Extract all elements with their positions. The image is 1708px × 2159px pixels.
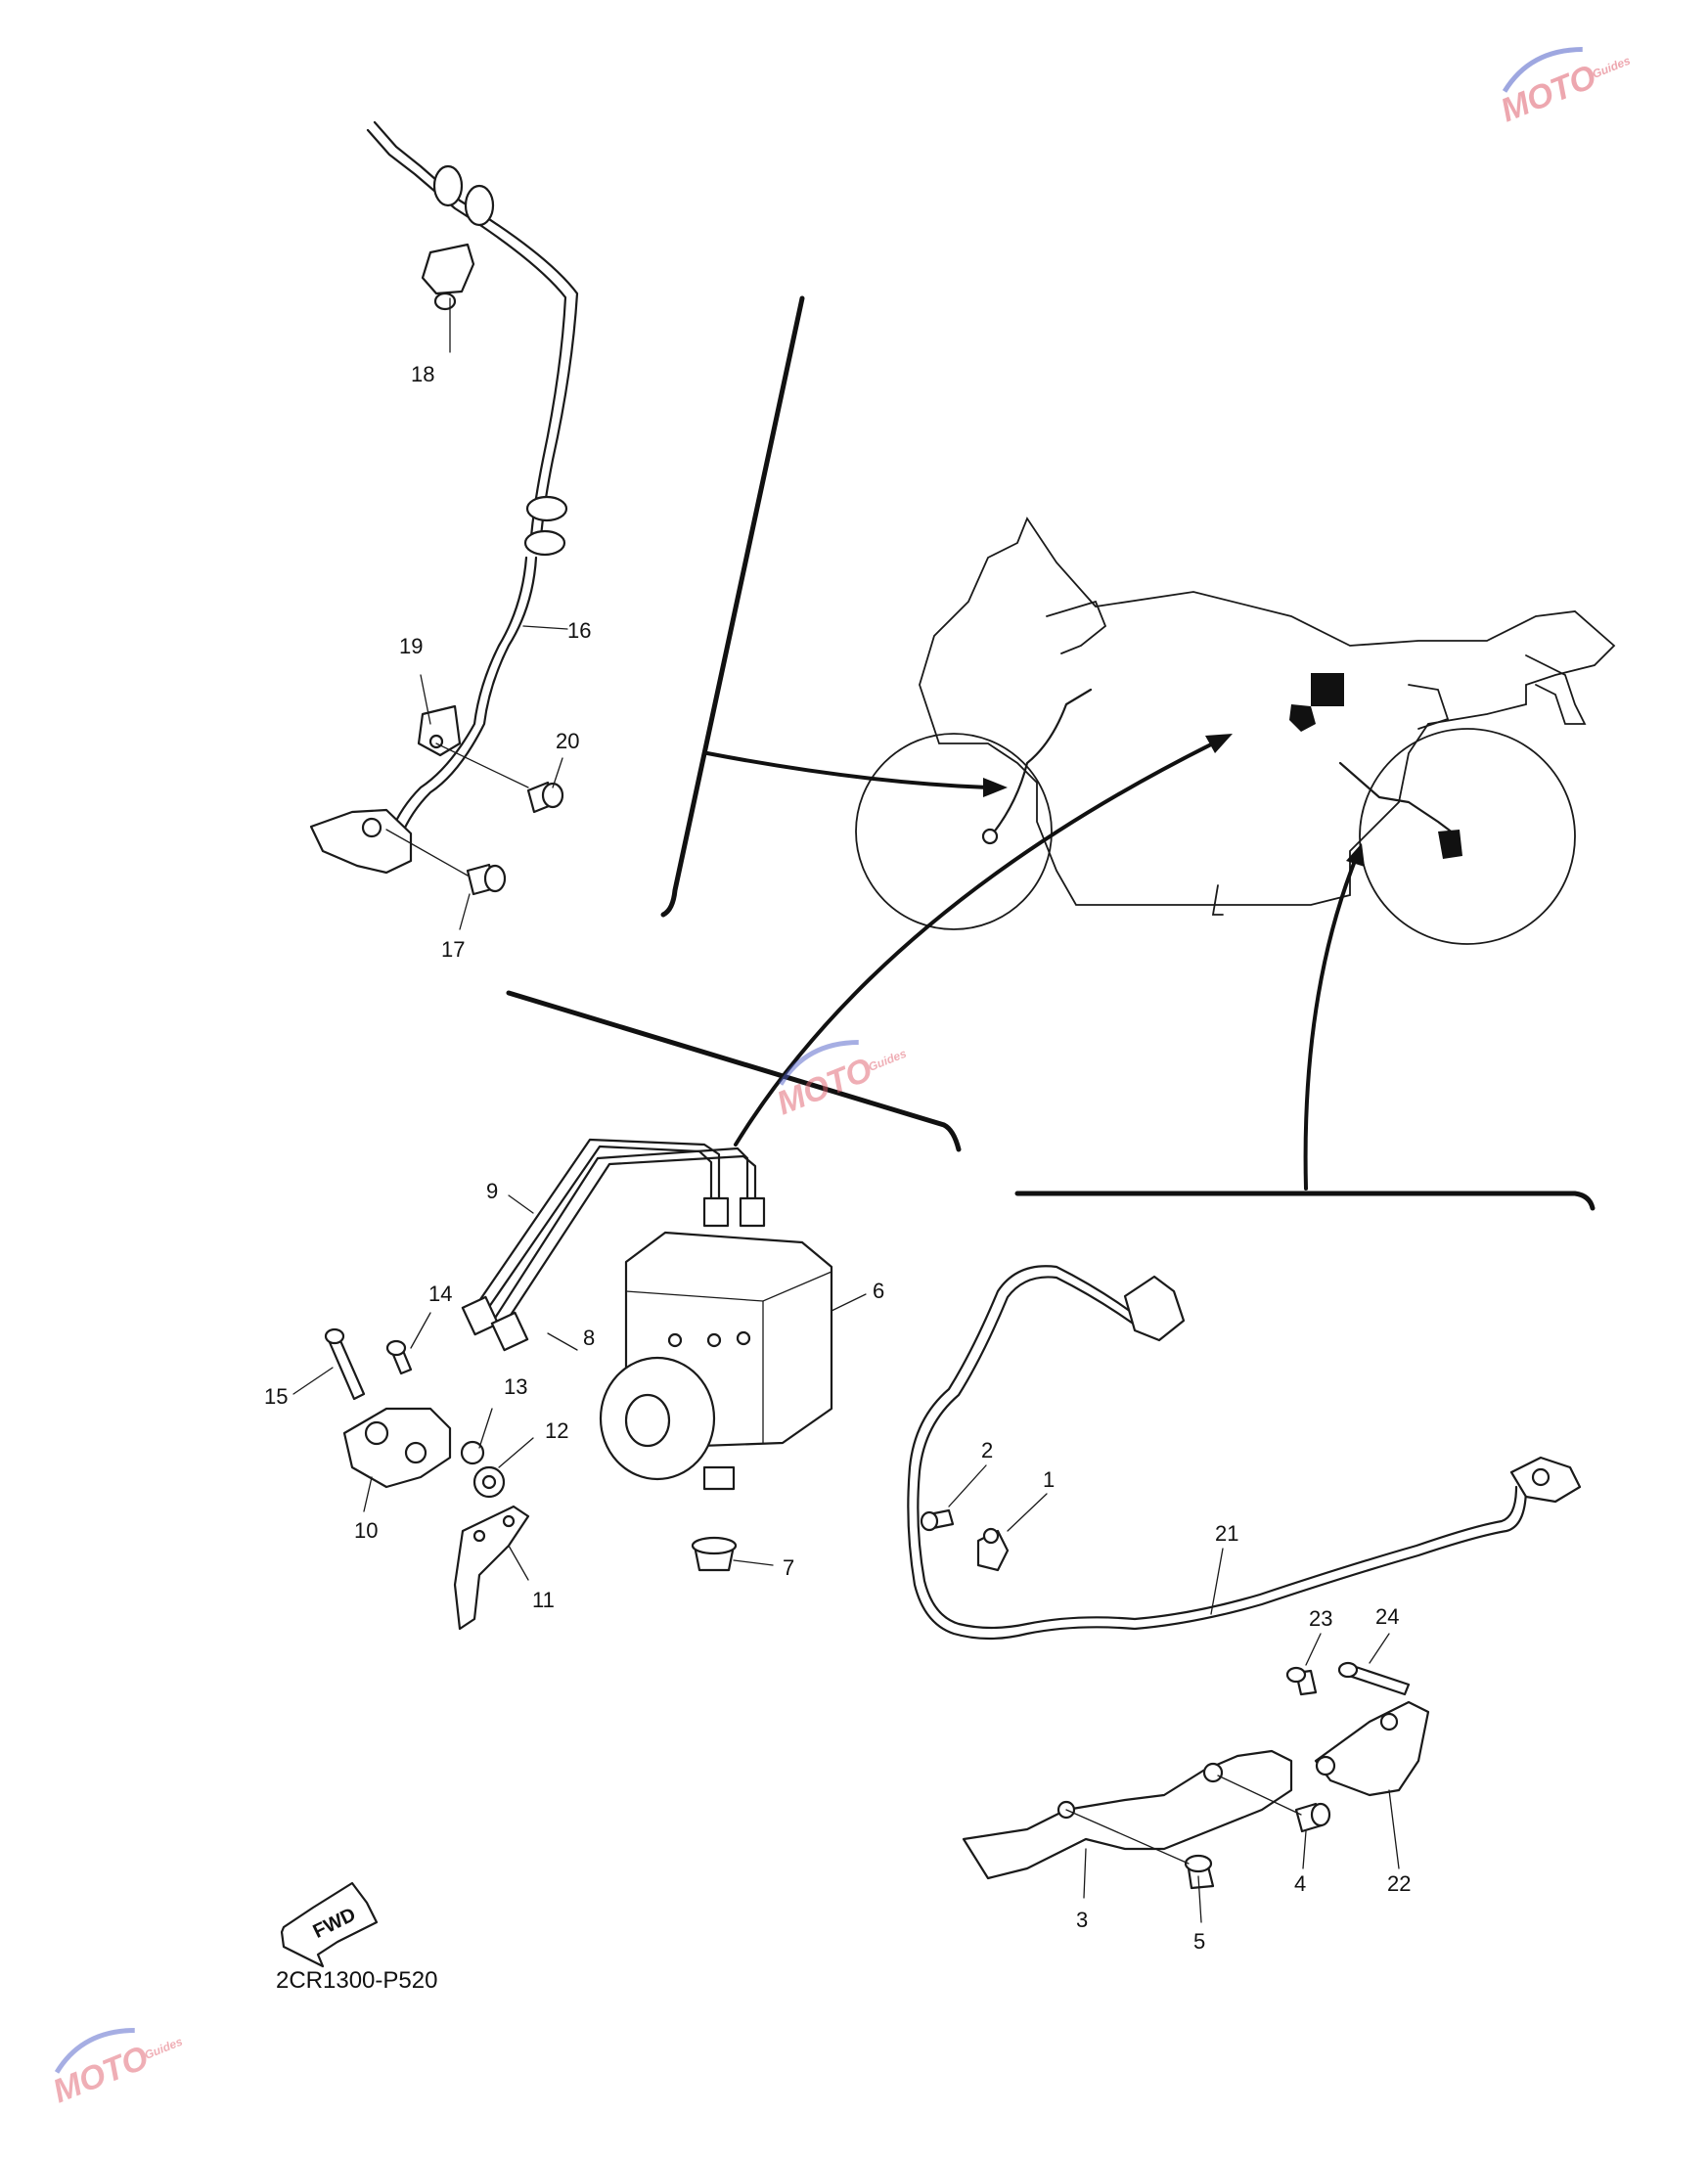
bolt-14 <box>385 1339 413 1375</box>
grommet-upper-2 <box>464 184 495 227</box>
washer-13 <box>460 1440 485 1465</box>
bolt-2 <box>920 1508 955 1532</box>
watermark-sub: Guides <box>1591 54 1633 81</box>
callout-19: 19 <box>399 634 423 658</box>
watermark-brand: MOTO <box>772 1051 877 1122</box>
bolt-17 <box>466 863 507 896</box>
callout-8: 8 <box>583 1326 595 1350</box>
fwd-arrow: FWD <box>280 1881 379 1968</box>
callout-2: 2 <box>981 1438 993 1462</box>
rear-wheel-sensor-assembly <box>907 1265 1582 1923</box>
abs-unit-location-marker <box>1311 673 1344 706</box>
callout-16: 16 <box>567 618 591 643</box>
grommet-upper <box>432 164 464 207</box>
bolt-24 <box>1337 1661 1411 1696</box>
callout-labels: 18 16 19 20 17 9 14 8 6 15 13 12 10 11 7… <box>264 362 1411 1954</box>
abs-hydraulic-unit-assembly <box>292 1138 867 1631</box>
bracket-3 <box>962 1749 1293 1880</box>
joint-10 <box>342 1407 452 1489</box>
front-wheel-sensor-assembly <box>309 120 579 930</box>
watermark-sub: Guides <box>867 1047 909 1074</box>
grommet-lower-2 <box>523 529 566 557</box>
bolt-23 <box>1285 1666 1318 1696</box>
callout-1: 1 <box>1043 1467 1055 1492</box>
callout-5: 5 <box>1193 1929 1205 1954</box>
bolt-5 <box>1184 1854 1215 1890</box>
bolt-20 <box>526 781 564 814</box>
callout-20: 20 <box>556 729 579 753</box>
watermark-brand: MOTO <box>48 2039 154 2110</box>
callout-18: 18 <box>411 362 434 386</box>
bracket-11 <box>453 1505 530 1631</box>
callout-6: 6 <box>873 1279 884 1303</box>
callout-22: 22 <box>1387 1871 1411 1896</box>
grommet-lower <box>525 495 568 522</box>
diagram-code: 2CR1300-P520 <box>276 1967 437 1994</box>
callout-11: 11 <box>532 1588 555 1612</box>
watermark-top-right: MOTO Guides <box>1496 46 1633 129</box>
callout-4: 4 <box>1294 1871 1306 1896</box>
watermark-bottom-left: MOTO Guides <box>48 2027 185 2110</box>
callout-17: 17 <box>441 937 465 962</box>
callout-14: 14 <box>428 1282 452 1306</box>
bolt-4 <box>1294 1802 1331 1833</box>
bracket-19 <box>417 704 462 757</box>
front-wheel-sensor <box>309 808 413 875</box>
callout-24: 24 <box>1375 1604 1399 1629</box>
clamp-18-hole <box>433 292 457 311</box>
rear-sensor-connector <box>1123 1275 1186 1342</box>
callout-12: 12 <box>545 1418 568 1443</box>
watermark-sub: Guides <box>143 2035 185 2062</box>
watermark-brand: MOTO <box>1496 58 1601 129</box>
callout-23: 23 <box>1309 1606 1332 1631</box>
callout-13: 13 <box>504 1374 527 1399</box>
section-dividers <box>506 295 1596 1211</box>
callout-9: 9 <box>486 1179 498 1203</box>
motorcycle-silhouette <box>855 517 1616 945</box>
callout-10: 10 <box>354 1518 378 1543</box>
bolt-15 <box>324 1327 366 1401</box>
callout-3: 3 <box>1076 1908 1088 1932</box>
callout-15: 15 <box>264 1384 288 1409</box>
bracket-22 <box>1314 1700 1430 1797</box>
callout-21: 21 <box>1215 1521 1238 1546</box>
clamp-18 <box>421 243 475 295</box>
callout-7: 7 <box>783 1555 794 1580</box>
